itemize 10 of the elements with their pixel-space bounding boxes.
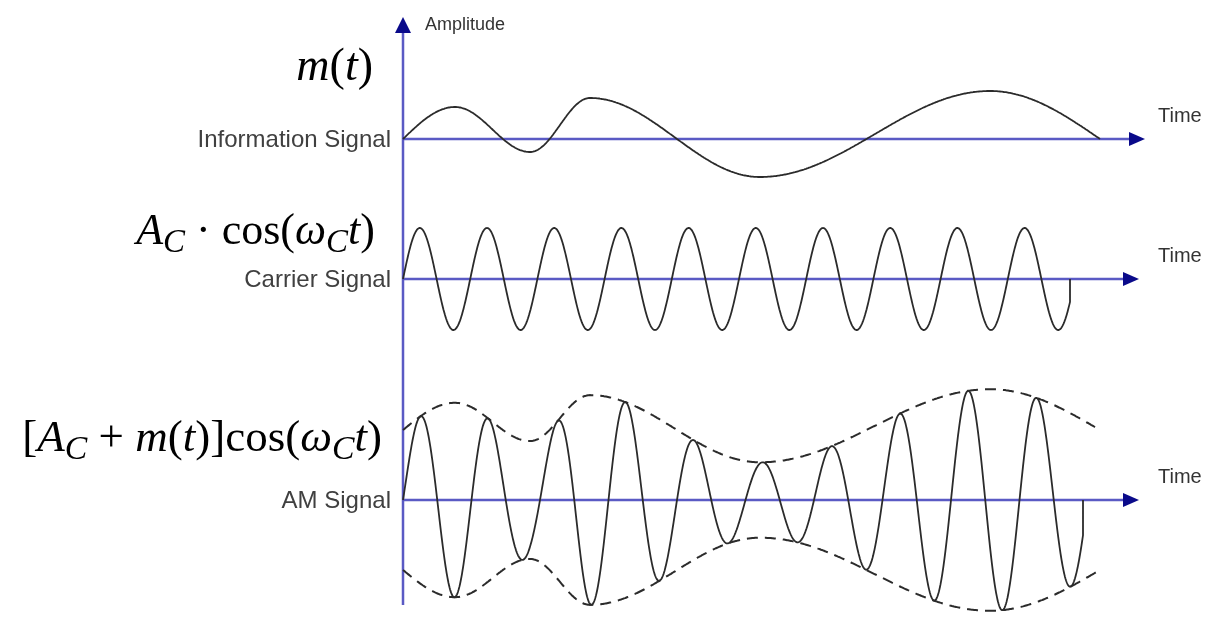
axis-label: Amplitude (425, 15, 506, 33)
formula: m(t) (296, 42, 373, 88)
formula: A$_{C}$ · cos(ω$_{C}$t) (136, 208, 375, 252)
axis-label: Time (1158, 466, 1202, 486)
axis-label: Time (1158, 245, 1202, 265)
axis-label: Time (1158, 105, 1202, 125)
signal-name: Carrier Signal (244, 267, 391, 291)
signal-name: Information Signal (197, 127, 391, 151)
signal-name: AM Signal (281, 488, 391, 512)
formula: [A$_{C}$ + m(t)]cos(ω$_{C}$t) (22, 414, 382, 459)
